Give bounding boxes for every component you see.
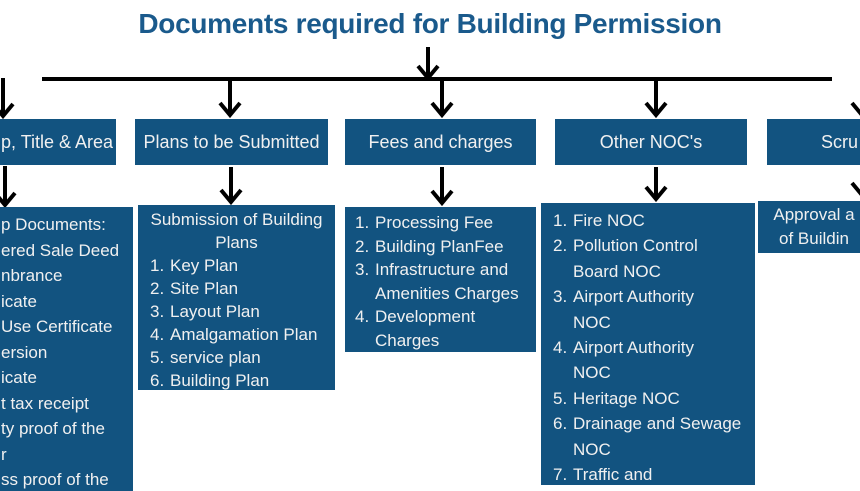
list-item: 5. service plan xyxy=(150,346,335,369)
list-item-text: Heritage NOC xyxy=(573,388,680,408)
list-item-text: Fire NOC xyxy=(573,211,645,230)
text-line: ty proof of the xyxy=(1,419,105,438)
list-item-text: Amalgamation Plan xyxy=(170,325,318,344)
text-line: p Documents: xyxy=(1,215,106,234)
text-line: ersion xyxy=(1,342,48,362)
text-line: r xyxy=(1,444,7,464)
list-item-number: 2. xyxy=(355,236,370,256)
list-item-number: 4. xyxy=(150,325,165,344)
header-box-scrutiny: Scru xyxy=(767,119,860,165)
header-label: Scru xyxy=(821,131,859,152)
content-box-approval: Approval a of Buildin xyxy=(758,201,860,253)
list-item: 5.Heritage NOC xyxy=(553,386,755,411)
header-label: p, Title & Area xyxy=(1,131,114,152)
list-item: 7.Traffic andTransportation NOC xyxy=(553,462,755,491)
list-item-number: 5. xyxy=(553,388,568,408)
list-item-number: 3. xyxy=(150,302,165,321)
list-item-text: Site Plan xyxy=(170,279,239,298)
list-item-number: 4. xyxy=(553,338,568,358)
list-item-number: 1. xyxy=(150,256,165,275)
list-item: 1. Processing Fee xyxy=(355,211,536,235)
list-item-text: Building PlanFee xyxy=(375,236,504,256)
down-arrow-content4 xyxy=(644,167,668,202)
down-arrow-content1 xyxy=(0,166,17,208)
list-item-text: Key Plan xyxy=(170,256,239,275)
list-item-number: 2. xyxy=(150,279,165,298)
numbered-list-plans: 1. Key Plan 2. Site Plan 3. Layout Plan 4. Amal… xyxy=(138,254,335,392)
list-item-text: service plan xyxy=(170,348,261,367)
list-item: 6. Building Plan xyxy=(150,369,335,392)
down-arrow-content3 xyxy=(430,167,454,206)
list-item-number: 7. xyxy=(553,465,568,485)
list-item-number: 6. xyxy=(553,414,568,434)
list-item-number: 2. xyxy=(553,236,568,256)
list-item-number: 4. xyxy=(355,307,370,326)
down-arrow-content5-partial xyxy=(850,179,860,196)
down-arrow-col3 xyxy=(430,80,454,118)
trunk-line xyxy=(42,77,832,81)
text-line: icate xyxy=(1,291,37,311)
text-line: icate xyxy=(1,368,37,387)
header-box-ownership-title-area: p, Title & Area xyxy=(0,119,116,165)
text-line: t tax receipt xyxy=(1,393,89,413)
list-item: 1. Key Plan xyxy=(150,254,335,277)
header-label: Fees and charges xyxy=(368,131,513,152)
list-item: 4. Amalgamation Plan xyxy=(150,323,335,346)
header-label: Plans to be Submitted xyxy=(143,131,320,152)
header-box-fees-and-charges: Fees and charges xyxy=(345,119,536,165)
down-arrow-col5-partial xyxy=(850,97,860,116)
list-item-number: 3. xyxy=(553,287,568,307)
header-box-other-nocs: Other NOC's xyxy=(555,119,747,165)
list-item-text: Traffic andTransportation NOC xyxy=(573,465,724,491)
content-box-building-plans: Submission of Building Plans 1. Key Plan 2… xyxy=(138,205,335,390)
list-item: 1. Fire NOC xyxy=(553,208,755,233)
down-arrow-col1 xyxy=(0,78,15,119)
down-arrow-col2 xyxy=(218,80,242,118)
text-line: ered Sale Deed xyxy=(1,240,120,260)
list-item: 2.Building PlanFee xyxy=(355,235,536,259)
list-item-text: Building Plan xyxy=(170,371,270,390)
text-line: Use Certificate xyxy=(1,317,113,336)
header-box-plans-to-be-submitted: Plans to be Submitted xyxy=(135,119,328,165)
list-item: 2. Site Plan xyxy=(150,277,335,300)
text-line: ss proof of the xyxy=(1,470,109,489)
text-line: Approval a xyxy=(773,205,855,224)
down-arrow-col4 xyxy=(644,80,668,118)
list-item-text: Layout Plan xyxy=(170,302,260,321)
text-line: nbrance xyxy=(1,266,63,285)
down-arrow-title xyxy=(416,47,440,81)
text-line: of Buildin xyxy=(779,229,849,248)
header-label: Other NOC's xyxy=(599,131,703,152)
down-arrow-content2 xyxy=(219,167,243,205)
list-item-number: 1. xyxy=(553,211,568,230)
list-item-number: 3. xyxy=(355,260,370,279)
list-item-number: 6. xyxy=(150,371,165,390)
diagram-title: Documents required for Building Permissi… xyxy=(138,8,722,39)
list-item-number: 5. xyxy=(150,348,165,367)
content-title-line: Submission of Building xyxy=(150,210,323,229)
list-item-text: Processing Fee xyxy=(375,213,494,232)
content-title-line: Plans xyxy=(215,233,258,252)
list-item: 3. Layout Plan xyxy=(150,300,335,323)
list-item-number: 1. xyxy=(355,213,370,232)
